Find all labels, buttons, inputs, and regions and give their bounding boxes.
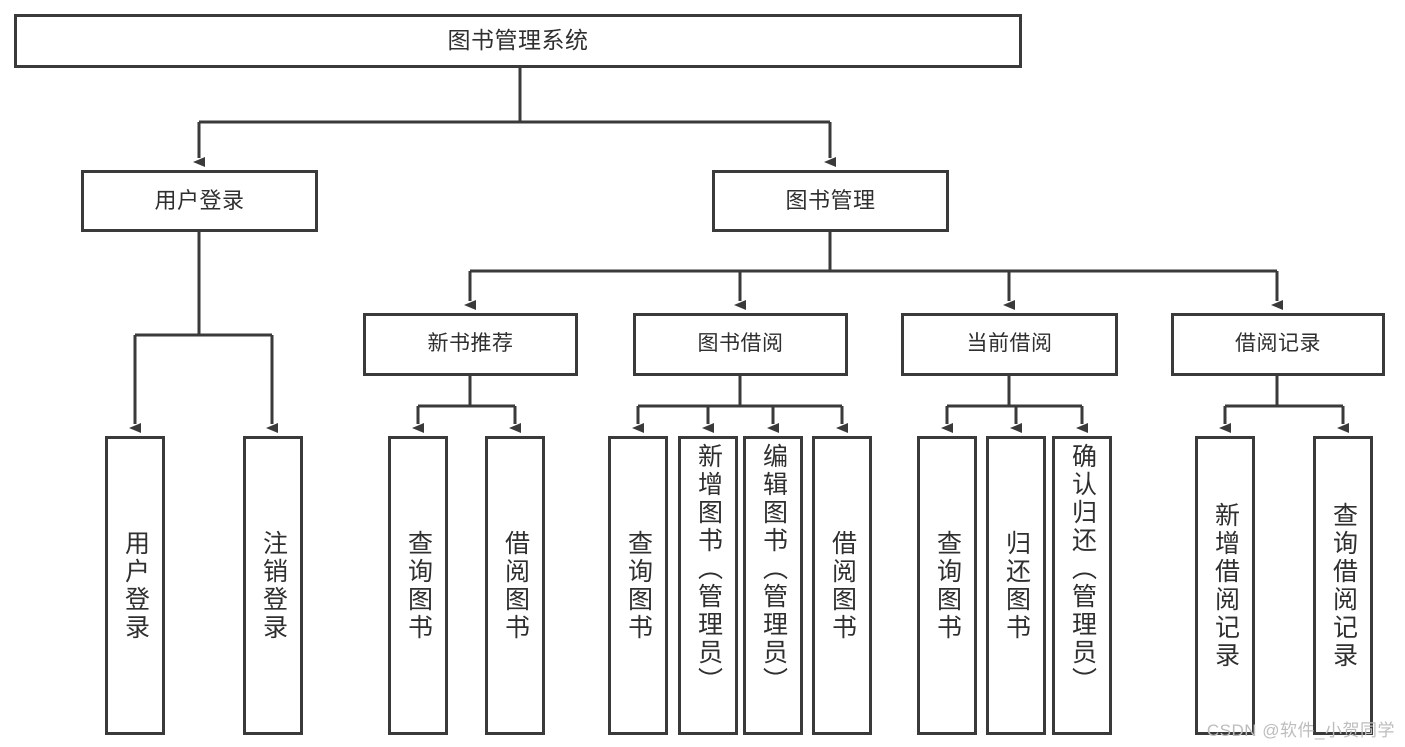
node-label: 借阅记录 — [1235, 332, 1321, 356]
leaf-edit-book-admin[interactable]: 编辑图书（管理员） — [743, 436, 803, 735]
leaf-return-books[interactable]: 归还图书 — [986, 436, 1046, 735]
node-label: 图书借阅 — [697, 332, 784, 356]
node-label: 查询图书 — [404, 529, 433, 642]
leaf-query-books-new[interactable]: 查询图书 — [388, 436, 448, 735]
node-label: 用户登录 — [121, 529, 150, 642]
node-borrow-record[interactable]: 借阅记录 — [1171, 313, 1385, 376]
node-label: 新书推荐 — [427, 332, 514, 356]
leaf-query-books-borrow[interactable]: 查询图书 — [608, 436, 668, 735]
leaf-user-logout[interactable]: 注销登录 — [243, 436, 303, 735]
node-label: 图书管理 — [785, 188, 876, 214]
node-label: 用户登录 — [154, 188, 245, 214]
leaf-confirm-return-admin[interactable]: 确认归还（管理员） — [1052, 436, 1112, 735]
watermark-text: CSDN @软件_小贺同学 — [1206, 721, 1395, 740]
node-label: 查询图书 — [933, 529, 962, 642]
node-root-system[interactable]: 图书管理系统 — [14, 14, 1022, 68]
node-book-manage[interactable]: 图书管理 — [712, 170, 949, 232]
leaf-add-book-admin[interactable]: 新增图书（管理员） — [678, 436, 738, 735]
node-label: 查询借阅记录 — [1329, 501, 1358, 670]
leaf-query-books-current[interactable]: 查询图书 — [917, 436, 977, 735]
leaf-add-borrow-record[interactable]: 新增借阅记录 — [1195, 436, 1255, 735]
node-label: 借阅图书 — [828, 529, 857, 642]
node-label: 确认归还（管理员） — [1068, 443, 1097, 695]
node-current-borrow[interactable]: 当前借阅 — [901, 313, 1118, 376]
node-label: 新增图书（管理员） — [694, 443, 723, 695]
node-label: 归还图书 — [1002, 529, 1031, 642]
node-label: 查询图书 — [624, 529, 653, 642]
node-label: 当前借阅 — [966, 332, 1053, 356]
node-label: 注销登录 — [259, 529, 288, 642]
node-label: 图书管理系统 — [447, 27, 589, 54]
leaf-borrow-books-new[interactable]: 借阅图书 — [485, 436, 545, 735]
node-book-borrow[interactable]: 图书借阅 — [633, 313, 848, 376]
leaf-borrow-books[interactable]: 借阅图书 — [812, 436, 872, 735]
leaf-query-borrow-record[interactable]: 查询借阅记录 — [1313, 436, 1373, 735]
leaf-user-login[interactable]: 用户登录 — [105, 436, 165, 735]
node-new-book-recommend[interactable]: 新书推荐 — [363, 313, 578, 376]
node-label: 新增借阅记录 — [1211, 501, 1240, 670]
node-user-login[interactable]: 用户登录 — [81, 170, 318, 232]
node-label: 借阅图书 — [501, 529, 530, 642]
node-label: 编辑图书（管理员） — [759, 443, 788, 695]
